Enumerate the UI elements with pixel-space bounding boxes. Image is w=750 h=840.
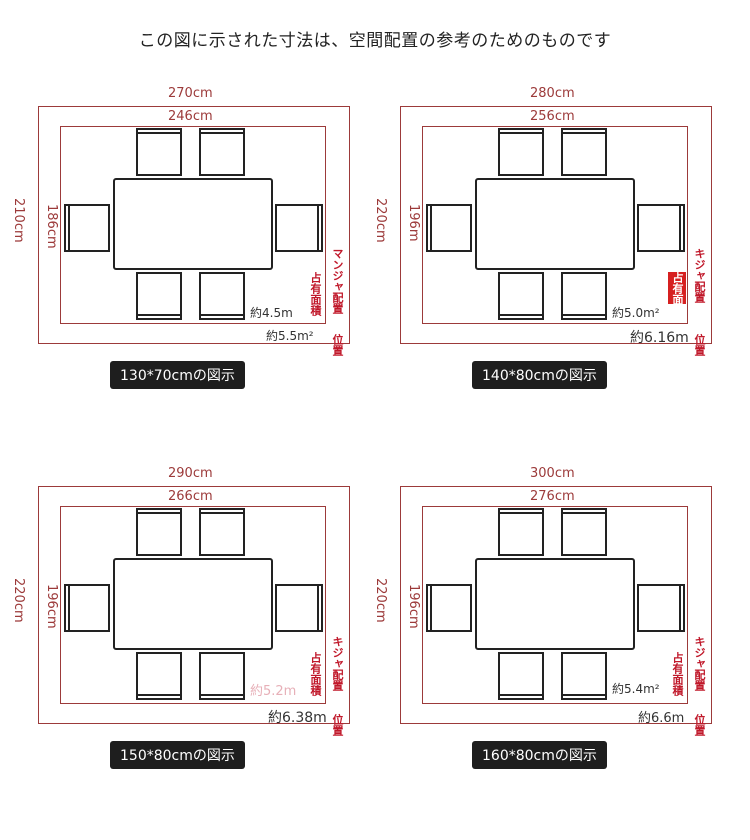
total-area-label: 約6.16m xyxy=(630,330,689,346)
chair-top-left xyxy=(136,508,182,556)
chair-right xyxy=(637,584,685,632)
diagram-150x80: 290cm 266cm 220cm 196cm 約5.2m 約6.38m 占有面… xyxy=(11,466,378,769)
chair-top-right xyxy=(199,128,245,176)
chair-top-right xyxy=(561,128,607,176)
outer-height-label: 220cm xyxy=(11,578,26,623)
chair-left xyxy=(426,584,472,632)
note-position: 位置 xyxy=(331,714,344,736)
outer-width-label: 280cm xyxy=(530,86,575,101)
inner-width-label: 276cm xyxy=(530,489,575,504)
inner-width-label: 256cm xyxy=(530,109,575,124)
inner-boundary xyxy=(60,126,326,324)
chair-left xyxy=(426,204,472,252)
dining-table xyxy=(113,558,273,650)
inner-height-label: 196cm xyxy=(44,584,59,629)
chair-right xyxy=(275,204,323,252)
chair-left xyxy=(64,584,110,632)
outer-boundary xyxy=(38,486,350,724)
chair-top-left xyxy=(136,128,182,176)
chair-top-left xyxy=(498,128,544,176)
note-arrange: キジャ配置 xyxy=(693,248,706,303)
chair-bottom-left xyxy=(136,652,182,700)
note-occupy: 占有面積 xyxy=(671,652,684,696)
diagram-130x70: 270cm 246cm 210cm 186cm 約4.5m 約5.5m² 占有面… xyxy=(11,86,378,389)
dining-table xyxy=(475,178,635,270)
highlight-marker xyxy=(668,272,686,304)
outer-boundary xyxy=(400,486,712,724)
chair-top-left xyxy=(498,508,544,556)
chair-bottom-right xyxy=(199,652,245,700)
inner-width-label: 246cm xyxy=(168,109,213,124)
chair-right xyxy=(637,204,685,252)
table-area-label: 約5.4m² xyxy=(612,682,660,696)
outer-height-label: 210cm xyxy=(11,198,26,243)
chair-bottom-right xyxy=(561,272,607,320)
outer-height-label: 220cm xyxy=(373,578,388,623)
note-occupy: 占有面積 xyxy=(671,272,684,316)
caption-badge: 130*70cmの図示 xyxy=(110,361,245,389)
chair-top-right xyxy=(561,508,607,556)
inner-height-label: 196cm xyxy=(406,584,421,629)
total-area-label: 約6.6m xyxy=(638,711,685,726)
note-arrange: マンジャ配置 xyxy=(331,248,344,314)
caption-badge: 160*80cmの図示 xyxy=(472,741,607,769)
inner-height-label: 196m xyxy=(406,204,421,242)
table-area-label: 約5.2m xyxy=(250,684,297,699)
chair-bottom-left xyxy=(498,272,544,320)
diagram-160x80: 300cm 276cm 220cm 196cm 約5.4m² 約6.6m 占有面… xyxy=(373,466,740,769)
outer-width-label: 290cm xyxy=(168,466,213,481)
chair-left xyxy=(64,204,110,252)
table-area-label: 約5.0m² xyxy=(612,306,660,320)
chair-top-right xyxy=(199,508,245,556)
total-area-label: 約6.38m xyxy=(268,710,327,726)
chair-bottom-right xyxy=(561,652,607,700)
total-area-label: 約5.5m² xyxy=(266,329,314,343)
note-arrange: キジャ配置 xyxy=(693,636,706,691)
dining-table xyxy=(475,558,635,650)
inner-width-label: 266cm xyxy=(168,489,213,504)
outer-width-label: 300cm xyxy=(530,466,575,481)
note-position: 位置 xyxy=(693,714,706,736)
note-position: 位置 xyxy=(331,334,344,356)
chair-right xyxy=(275,584,323,632)
note-occupy: 占有面積 xyxy=(309,272,322,316)
inner-boundary xyxy=(60,506,326,704)
outer-height-label: 220cm xyxy=(373,198,388,243)
note-arrange: キジャ配置 xyxy=(331,636,344,691)
note-occupy: 占有面積 xyxy=(309,652,322,696)
chair-bottom-left xyxy=(498,652,544,700)
dining-table xyxy=(113,178,273,270)
inner-boundary xyxy=(422,506,688,704)
inner-height-label: 186cm xyxy=(44,204,59,249)
outer-width-label: 270cm xyxy=(168,86,213,101)
chair-bottom-left xyxy=(136,272,182,320)
caption-badge: 150*80cmの図示 xyxy=(110,741,245,769)
note-position: 位置 xyxy=(693,334,706,356)
table-area-label: 約4.5m xyxy=(250,306,293,320)
page-title: この図に示された寸法は、空間配置の参考のためのものです xyxy=(138,31,612,51)
chair-bottom-right xyxy=(199,272,245,320)
diagram-140x80: 280cm 256cm 220cm 196m 約5.0m² 約6.16m 占有面… xyxy=(373,86,740,389)
inner-boundary xyxy=(422,126,688,324)
caption-badge: 140*80cmの図示 xyxy=(472,361,607,389)
outer-boundary xyxy=(38,106,350,344)
outer-boundary xyxy=(400,106,712,344)
